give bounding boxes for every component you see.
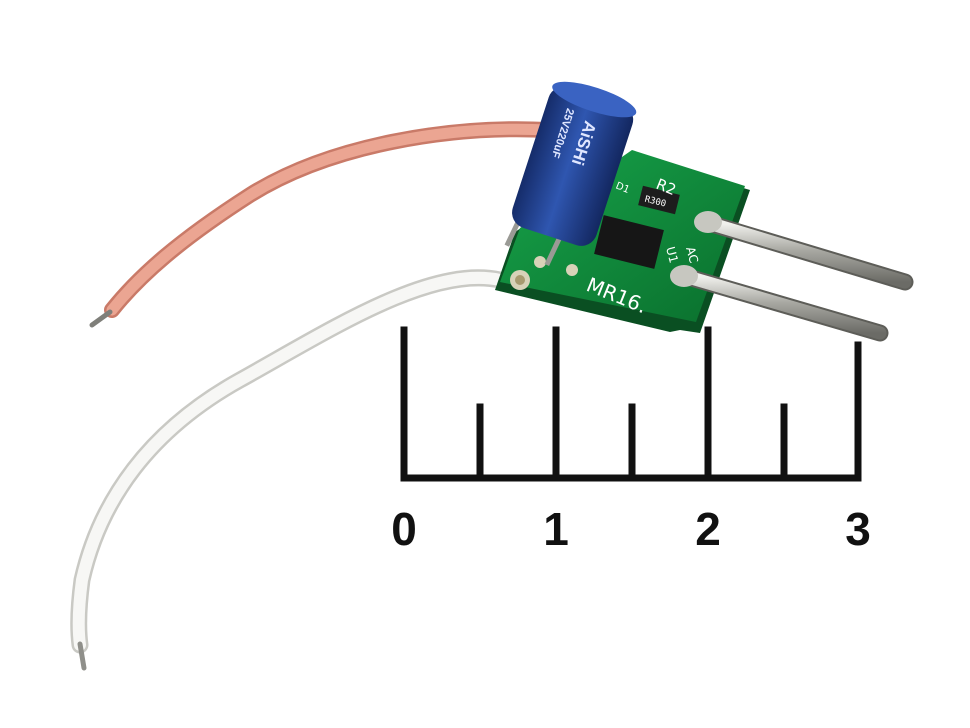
pin-upper xyxy=(694,211,914,291)
ruler-label-0: 0 xyxy=(391,503,417,555)
pin-lower xyxy=(670,265,889,342)
ruler-label-3: 3 xyxy=(845,503,871,555)
ruler-label-2: 2 xyxy=(695,503,721,555)
capacitor: AiSHi 25V220uF xyxy=(504,81,637,267)
solder-pad xyxy=(566,264,578,276)
silk-d1: D1 xyxy=(614,181,631,196)
solder-pad xyxy=(534,256,546,268)
ruler-label-1: 1 xyxy=(543,503,569,555)
silk-u1: U1 xyxy=(663,245,681,264)
white-wire xyxy=(70,269,509,671)
pcb-board: R300 MR16. R2 U1 AC D1 xyxy=(495,150,750,333)
red-wire-tip xyxy=(89,309,113,328)
ic-chip xyxy=(594,215,664,269)
ruler xyxy=(400,326,862,482)
white-wire-tip xyxy=(77,641,87,671)
red-wire xyxy=(89,121,556,328)
resistor-chip xyxy=(638,185,680,215)
silk-ac: AC xyxy=(683,245,701,264)
